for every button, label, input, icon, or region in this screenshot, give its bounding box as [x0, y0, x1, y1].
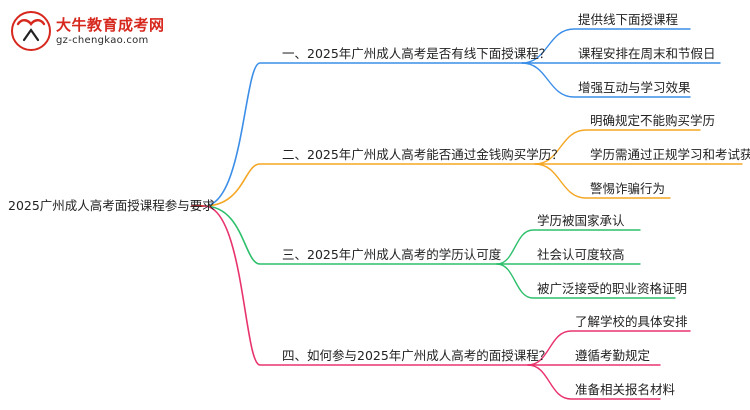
- leaf-2-1-connector: [534, 129, 701, 165]
- leaf-2-2: 学历需通过正规学习和考试获得: [590, 147, 750, 162]
- branch-4-connector: [203, 205, 529, 366]
- leaf-1-3: 增强互动与学习效果: [578, 80, 691, 95]
- branch-1-connector: [203, 62, 523, 207]
- branch-4-label: 四、如何参与2025年广州成人高考的面授课程？: [282, 348, 552, 363]
- brand-logo: 大牛教育成考网 gz-chengkao.com: [8, 8, 168, 54]
- leaf-2-3: 警惕诈骗行为: [590, 181, 666, 196]
- branch-1-label: 一、2025年广州成人高考是否有线下面授课程？: [282, 46, 552, 61]
- leaf-4-1-connector: [527, 330, 691, 366]
- leaf-4-3-connector: [527, 364, 661, 400]
- leaf-1-3-connector: [521, 62, 691, 98]
- branch-3-label: 三、2025年广州成人高考的学历认可度: [282, 247, 502, 262]
- leaf-4-2: 遵循考勤规定: [575, 348, 651, 363]
- leaf-2-3-connector: [534, 163, 671, 199]
- leaf-3-2: 社会认可度较高: [537, 247, 625, 262]
- leaf-3-1-connector: [496, 229, 641, 265]
- leaf-1-1-connector: [521, 28, 691, 64]
- leaf-3-3-connector: [496, 263, 676, 299]
- leaf-1-2: 课程安排在周末和节假日: [578, 46, 716, 61]
- branch-2-connector: [203, 163, 536, 207]
- brand-url: gz-chengkao.com: [56, 35, 149, 46]
- leaf-1-1: 提供线下面授课程: [578, 12, 679, 27]
- bull-logo-icon: [11, 11, 51, 51]
- leaf-2-1: 明确规定不能购买学历: [590, 113, 716, 128]
- brand-name: 大牛教育成考网: [56, 16, 165, 34]
- branch-2-label: 二、2025年广州成人高考能否通过金钱购买学历？: [282, 147, 564, 162]
- leaf-4-3: 准备相关报名材料: [575, 382, 676, 397]
- leaf-3-1: 学历被国家承认: [537, 213, 625, 228]
- branch-3-connector: [203, 205, 498, 265]
- leaf-3-3: 被广泛接受的职业资格证明: [537, 281, 688, 296]
- leaf-4-1: 了解学校的具体安排: [575, 314, 688, 329]
- mindmap-root: 2025广州成人高考面授课程参与要求: [8, 198, 215, 213]
